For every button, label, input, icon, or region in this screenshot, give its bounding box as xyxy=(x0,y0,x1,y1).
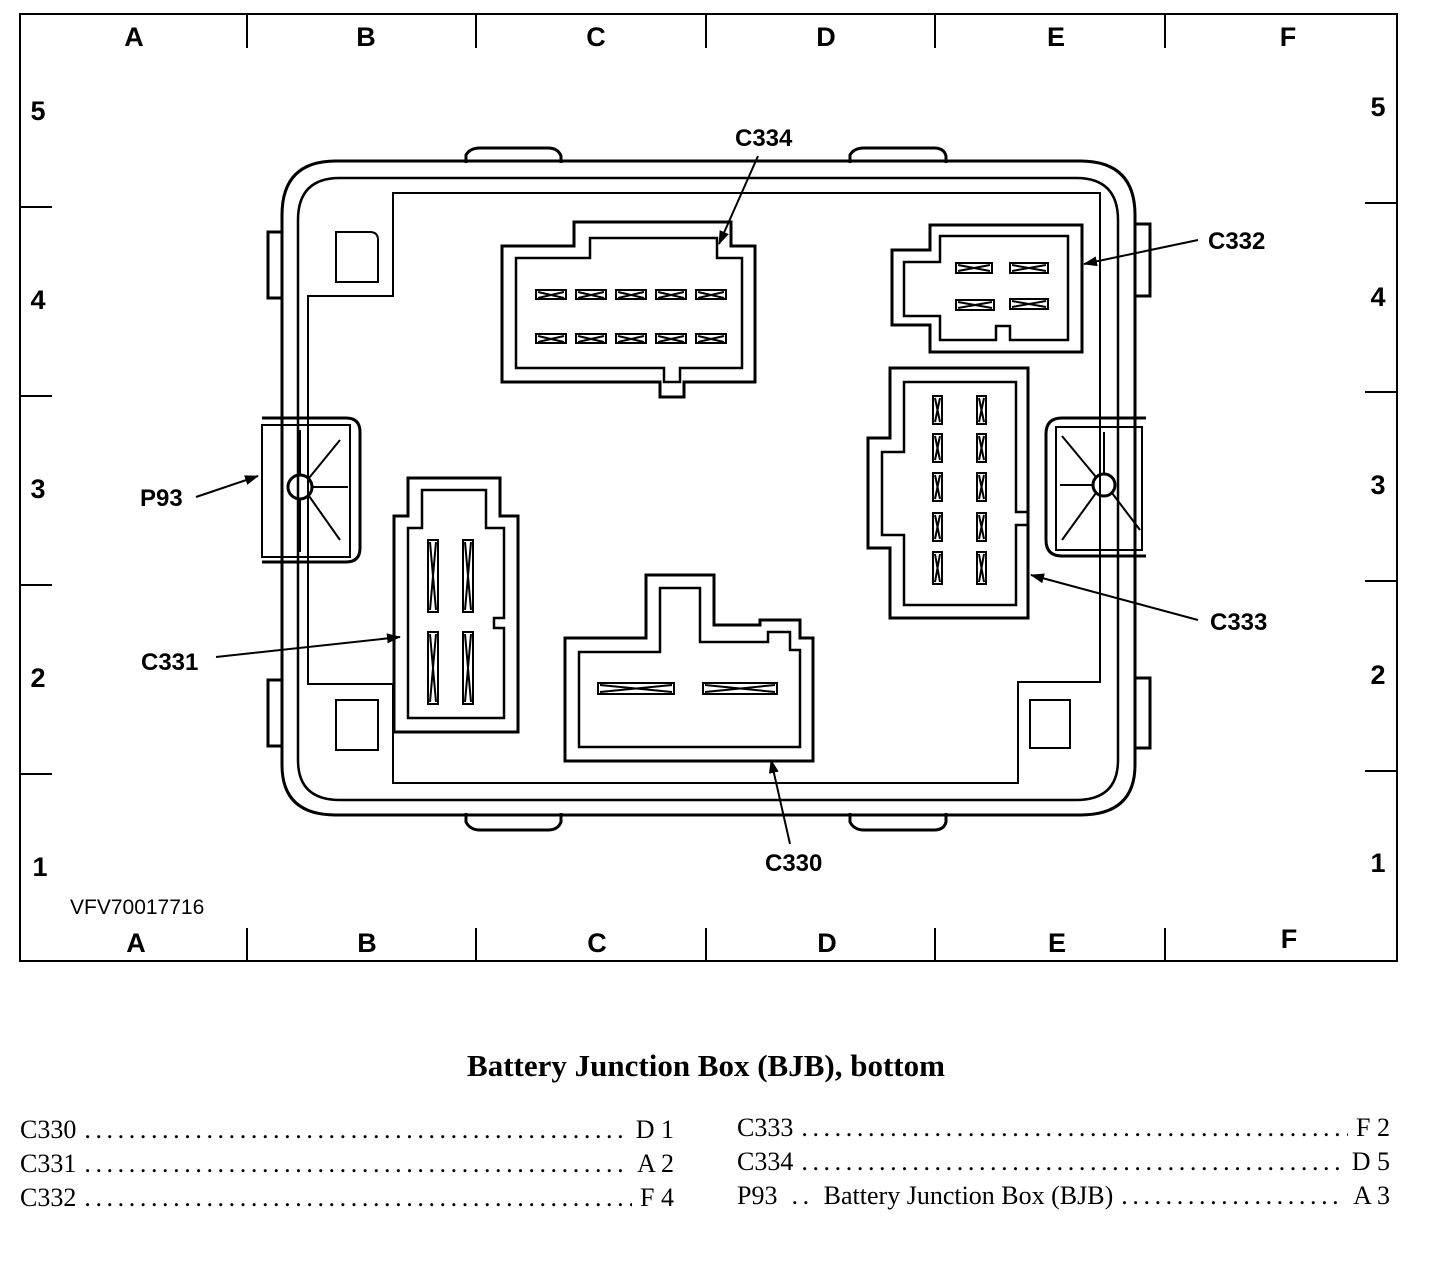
grid-frame xyxy=(19,13,1398,962)
legend-code: P93 xyxy=(737,1181,778,1210)
c334-pins xyxy=(535,289,727,344)
col-label-bottom-b: B xyxy=(357,928,377,958)
leader-dots: ........................................… xyxy=(801,1113,1348,1142)
figure-id: VFV70017716 xyxy=(70,896,204,919)
c331-connector xyxy=(392,476,520,734)
leader-c330 xyxy=(768,759,791,845)
leader-c334 xyxy=(718,155,759,245)
legend-row-c333: C333 ...................................… xyxy=(737,1111,1390,1145)
legend-code: C331 xyxy=(20,1149,77,1178)
callout-c330: C330 xyxy=(765,850,822,877)
legend-description: Battery Junction Box (BJB) xyxy=(823,1181,1114,1210)
top-column-ticks xyxy=(246,14,1166,48)
col-label-bottom-f: F xyxy=(1281,924,1298,954)
leader-dots: ........................................… xyxy=(1121,1181,1345,1210)
leader-c332 xyxy=(1083,239,1199,267)
leader-dots: ........................................… xyxy=(801,1147,1343,1176)
diagram-caption: Battery Junction Box (BJB), bottom xyxy=(467,1048,945,1083)
legend-row-c332: C332 ...................................… xyxy=(20,1181,674,1215)
leader-dots: ........................................… xyxy=(84,1149,629,1178)
row-label-left-1: 1 xyxy=(32,852,47,882)
legend-code: C330 xyxy=(20,1115,77,1144)
col-label-bottom-c: C xyxy=(587,928,607,958)
col-label-top-a: A xyxy=(124,22,144,52)
leader-dots: ........................................… xyxy=(84,1183,633,1212)
legend-location: F 4 xyxy=(640,1183,674,1212)
callout-c334: C334 xyxy=(735,125,793,152)
col-label-top-b: B xyxy=(356,22,376,52)
callout-c332: C332 xyxy=(1208,228,1265,255)
legend-row-c330: C330 ...................................… xyxy=(20,1113,674,1147)
row-label-right-1: 1 xyxy=(1370,848,1385,878)
right-bracket xyxy=(1044,416,1146,558)
col-label-top-c: C xyxy=(586,22,606,52)
left-row-ticks xyxy=(20,206,52,775)
row-label-left-4: 4 xyxy=(30,285,45,315)
col-label-top-f: F xyxy=(1280,22,1297,52)
leader-dots: ........................................… xyxy=(84,1115,628,1144)
leader-c331 xyxy=(215,633,401,658)
leader-p93 xyxy=(195,475,259,498)
c333-pins xyxy=(932,395,987,585)
callout-p93: P93 xyxy=(140,485,183,512)
c330-connector xyxy=(563,573,815,763)
row-label-left-5: 5 xyxy=(30,96,45,126)
legend-location: D 1 xyxy=(635,1115,674,1144)
callout-c331: C331 xyxy=(141,649,198,676)
leader-dots: .. xyxy=(791,1181,814,1210)
col-label-bottom-e: E xyxy=(1048,928,1066,958)
legend-row-c334: C334 ...................................… xyxy=(737,1145,1390,1179)
col-label-bottom-d: D xyxy=(817,928,837,958)
legend-location: A 2 xyxy=(637,1149,674,1178)
bottom-column-ticks xyxy=(246,928,1166,961)
p93-bracket xyxy=(261,416,362,564)
legend-row-c331: C331 ...................................… xyxy=(20,1147,674,1181)
c333-connector xyxy=(866,366,1030,620)
row-label-right-2: 2 xyxy=(1370,660,1385,690)
row-label-left-2: 2 xyxy=(30,663,45,693)
right-row-ticks xyxy=(1365,202,1397,772)
legend-row-p93: P93 .. Battery Junction Box (BJB) ......… xyxy=(737,1179,1390,1213)
c334-connector xyxy=(500,220,757,399)
legend-location: D 5 xyxy=(1351,1147,1390,1176)
c332-connector xyxy=(890,223,1084,354)
col-label-top-d: D xyxy=(816,22,836,52)
col-label-top-e: E xyxy=(1047,22,1065,52)
col-label-bottom-a: A xyxy=(126,928,146,958)
row-label-left-3: 3 xyxy=(30,474,45,504)
junction-box-diagram: A B C D E F A B C D E F 5 4 3 2 1 5 4 3 … xyxy=(19,13,1398,962)
legend-code: C333 xyxy=(737,1113,794,1142)
c331-pins xyxy=(427,539,474,705)
row-label-right-4: 4 xyxy=(1370,282,1385,312)
leader-c333 xyxy=(1030,573,1199,621)
row-label-right-5: 5 xyxy=(1370,92,1385,122)
junction-box-housing xyxy=(266,146,1152,832)
c332-pins xyxy=(955,262,1049,311)
legend-code: C332 xyxy=(20,1183,77,1212)
legend-code: C334 xyxy=(737,1147,794,1176)
legend-location: F 2 xyxy=(1356,1113,1390,1142)
c330-pins xyxy=(597,682,778,695)
legend-location: A 3 xyxy=(1353,1181,1390,1210)
row-label-right-3: 3 xyxy=(1370,470,1385,500)
callout-c333: C333 xyxy=(1210,609,1267,636)
